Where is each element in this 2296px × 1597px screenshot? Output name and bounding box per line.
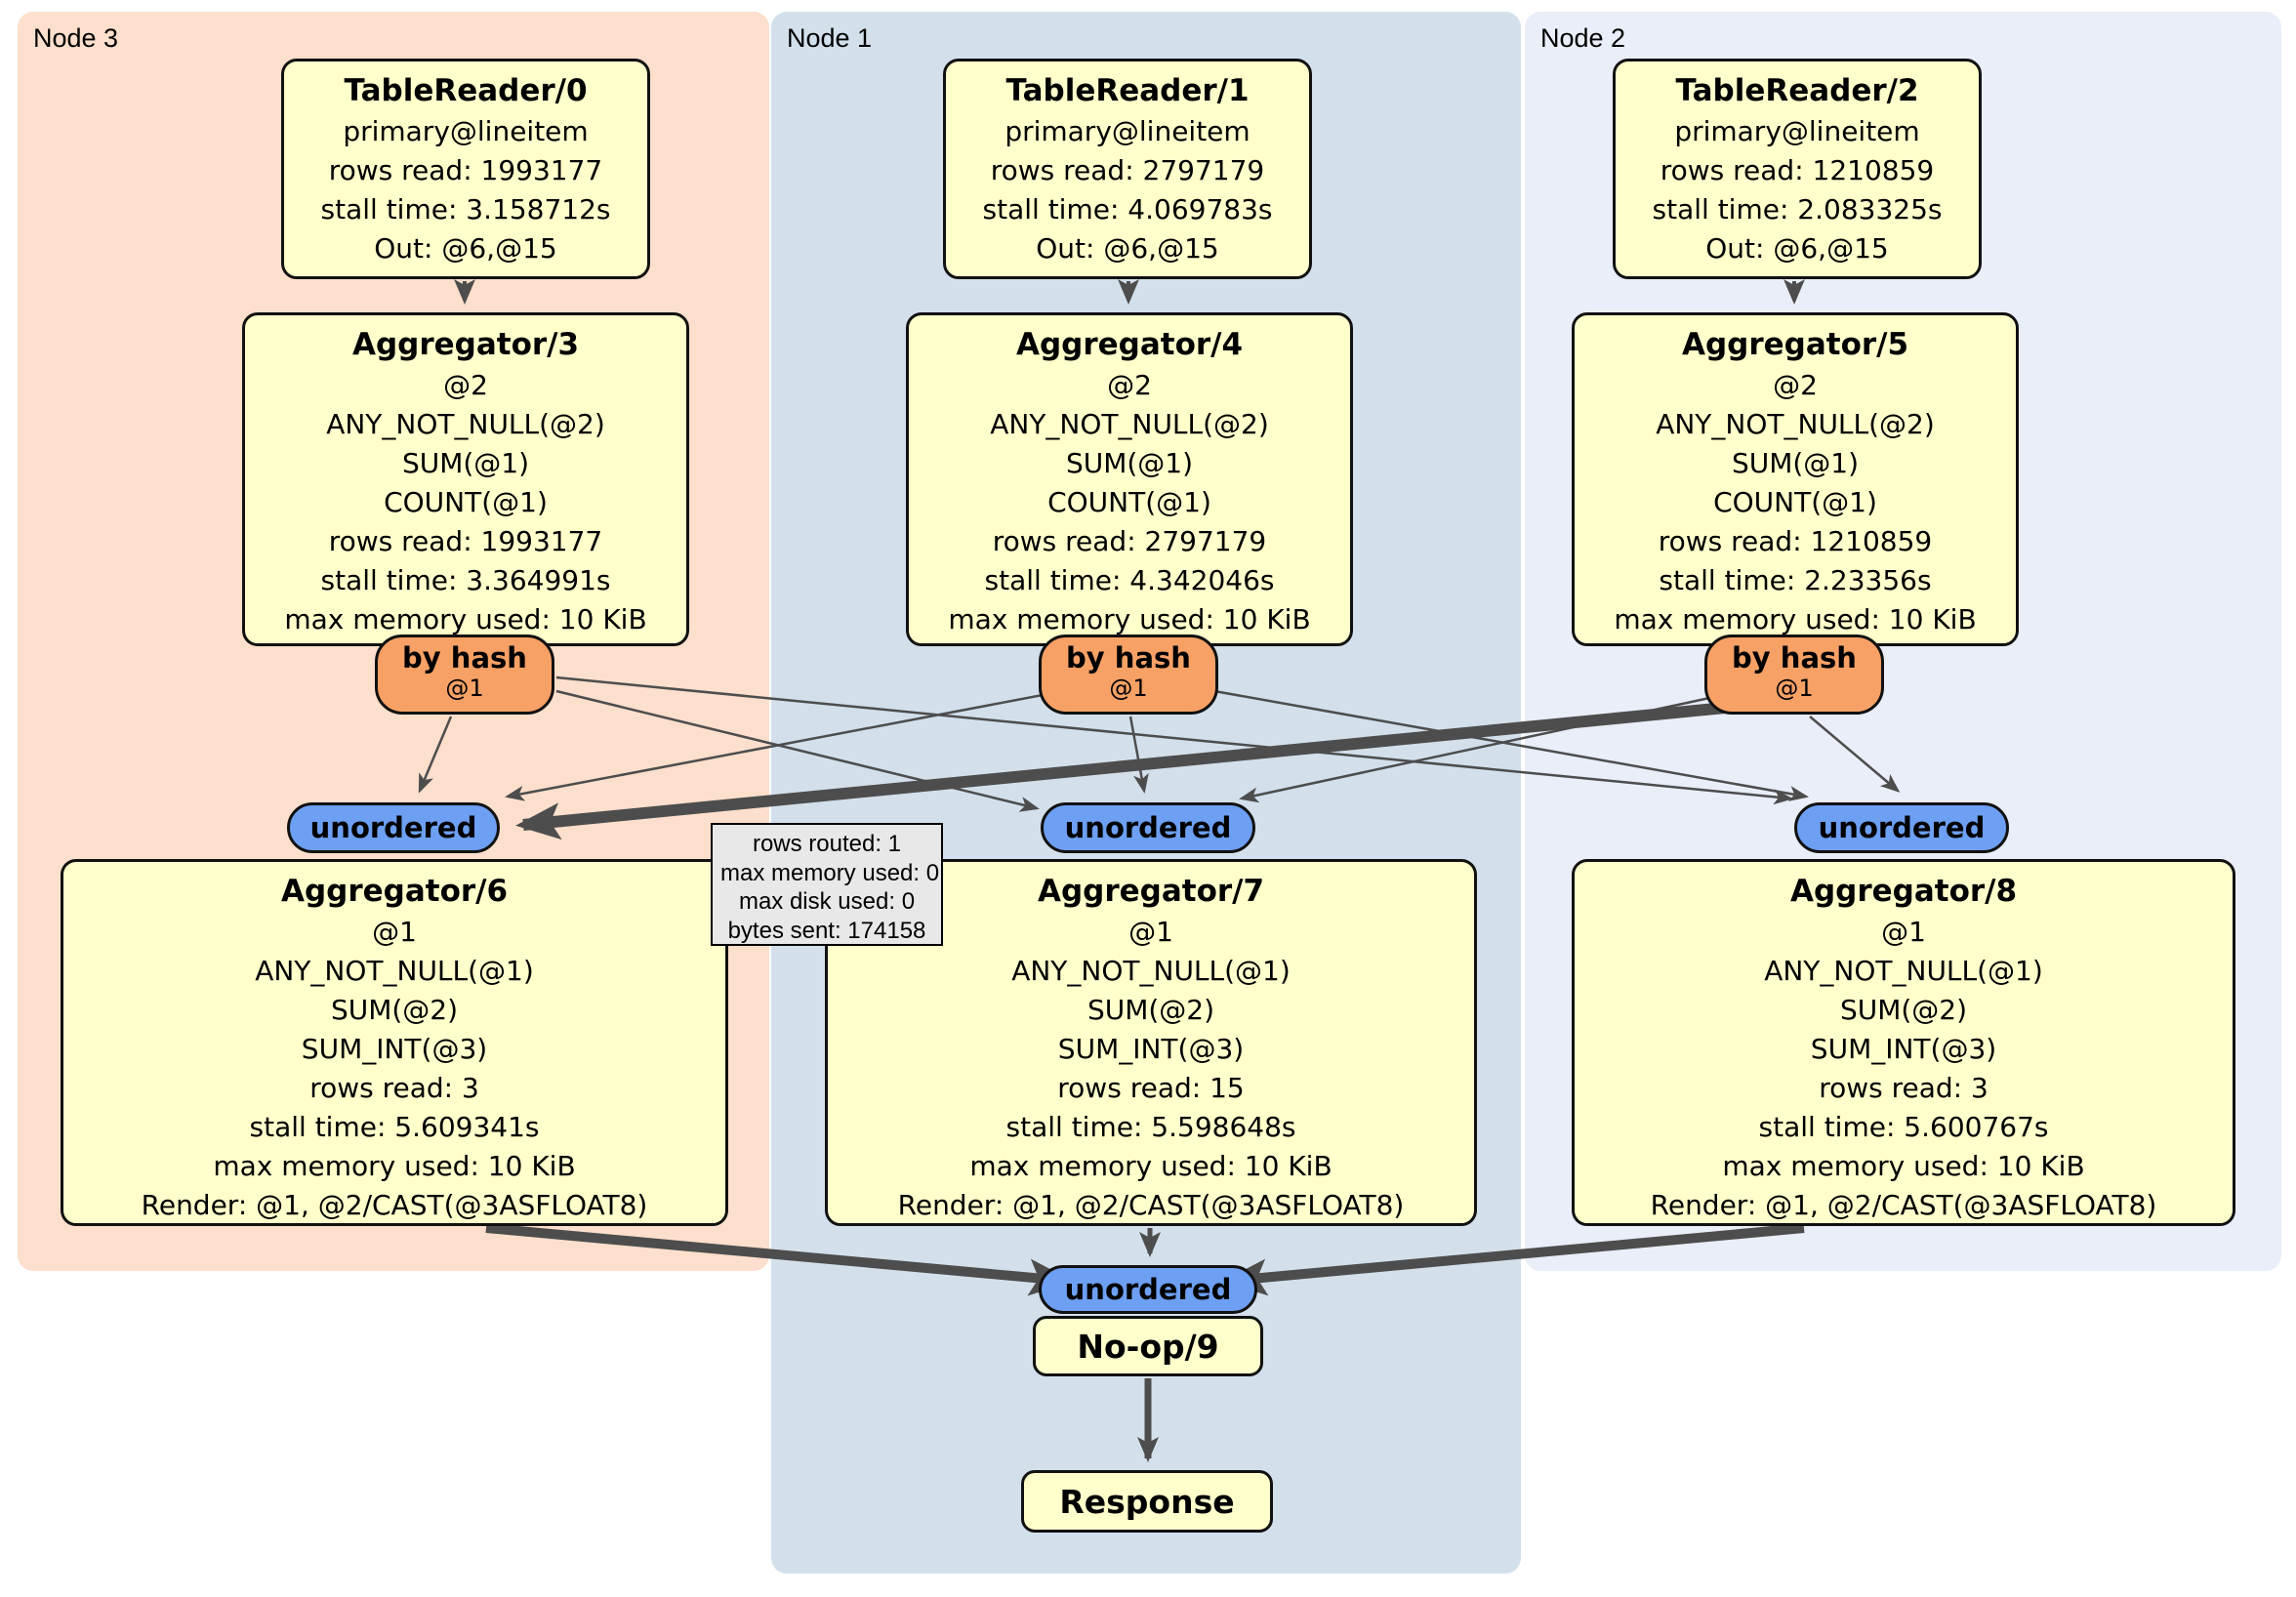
processor-title: Aggregator/7 — [1037, 874, 1265, 909]
processor-tablereader-0[interactable]: TableReader/0 primary@lineitem rows read… — [281, 59, 650, 279]
processor-response[interactable]: Response — [1021, 1470, 1273, 1533]
processor-aggregator-3[interactable]: Aggregator/3 @2 ANY_NOT_NULL(@2) SUM(@1)… — [242, 312, 689, 646]
edge-hash5-sync8 — [1809, 716, 1901, 793]
router-by-hash-3[interactable]: by hash @1 — [375, 635, 554, 715]
processor-title: TableReader/2 — [1675, 73, 1919, 108]
processor-title: Aggregator/8 — [1789, 874, 2018, 909]
edge-stats-tooltip: rows routed: 1 max memory used: 0 max di… — [711, 823, 943, 946]
processor-noop-9[interactable]: No-op/9 — [1033, 1316, 1263, 1376]
processor-title: Aggregator/3 — [351, 327, 580, 362]
node3-label: Node 3 — [33, 23, 119, 53]
edge-hash3-sync7 — [555, 689, 1040, 812]
sync-unordered-7[interactable]: unordered — [1041, 802, 1255, 853]
processor-title: TableReader/1 — [1005, 73, 1250, 108]
processor-tablereader-2[interactable]: TableReader/2 primary@lineitem rows read… — [1613, 59, 1982, 279]
edge-agg8-sync9 — [1222, 1223, 1805, 1296]
processor-title: Aggregator/5 — [1681, 327, 1909, 362]
processor-title: Aggregator/4 — [1015, 327, 1244, 362]
processor-aggregator-8[interactable]: Aggregator/8 @1 ANY_NOT_NULL(@1) SUM(@2)… — [1572, 859, 2235, 1226]
edge-agg6-sync9 — [485, 1223, 1074, 1296]
sync-unordered-8[interactable]: unordered — [1794, 802, 2009, 853]
processor-tablereader-1[interactable]: TableReader/1 primary@lineitem rows read… — [943, 59, 1312, 279]
node1-label: Node 1 — [787, 23, 873, 53]
sync-unordered-6[interactable]: unordered — [287, 802, 500, 853]
processor-aggregator-4[interactable]: Aggregator/4 @2 ANY_NOT_NULL(@2) SUM(@1)… — [906, 312, 1353, 646]
processor-title: TableReader/0 — [344, 73, 588, 108]
processor-aggregator-5[interactable]: Aggregator/5 @2 ANY_NOT_NULL(@2) SUM(@1)… — [1572, 312, 2019, 646]
edge-hash3-sync8 — [555, 676, 1793, 805]
processor-title: Aggregator/6 — [280, 874, 509, 909]
node2-label: Node 2 — [1540, 23, 1626, 53]
edge-hash4-sync8 — [1213, 689, 1809, 801]
processor-aggregator-7[interactable]: Aggregator/7 @1 ANY_NOT_NULL(@1) SUM(@2)… — [825, 859, 1477, 1226]
router-by-hash-5[interactable]: by hash @1 — [1704, 635, 1884, 715]
edge-hash5-sync6-thick — [515, 699, 1756, 840]
router-by-hash-4[interactable]: by hash @1 — [1039, 635, 1218, 715]
edge-hash4-sync7 — [1128, 716, 1149, 794]
sync-unordered-9[interactable]: unordered — [1039, 1265, 1257, 1314]
edge-hash4-sync6 — [505, 693, 1044, 801]
processor-aggregator-6[interactable]: Aggregator/6 @1 ANY_NOT_NULL(@1) SUM(@2)… — [61, 859, 728, 1226]
edge-hash3-sync6 — [418, 716, 453, 794]
